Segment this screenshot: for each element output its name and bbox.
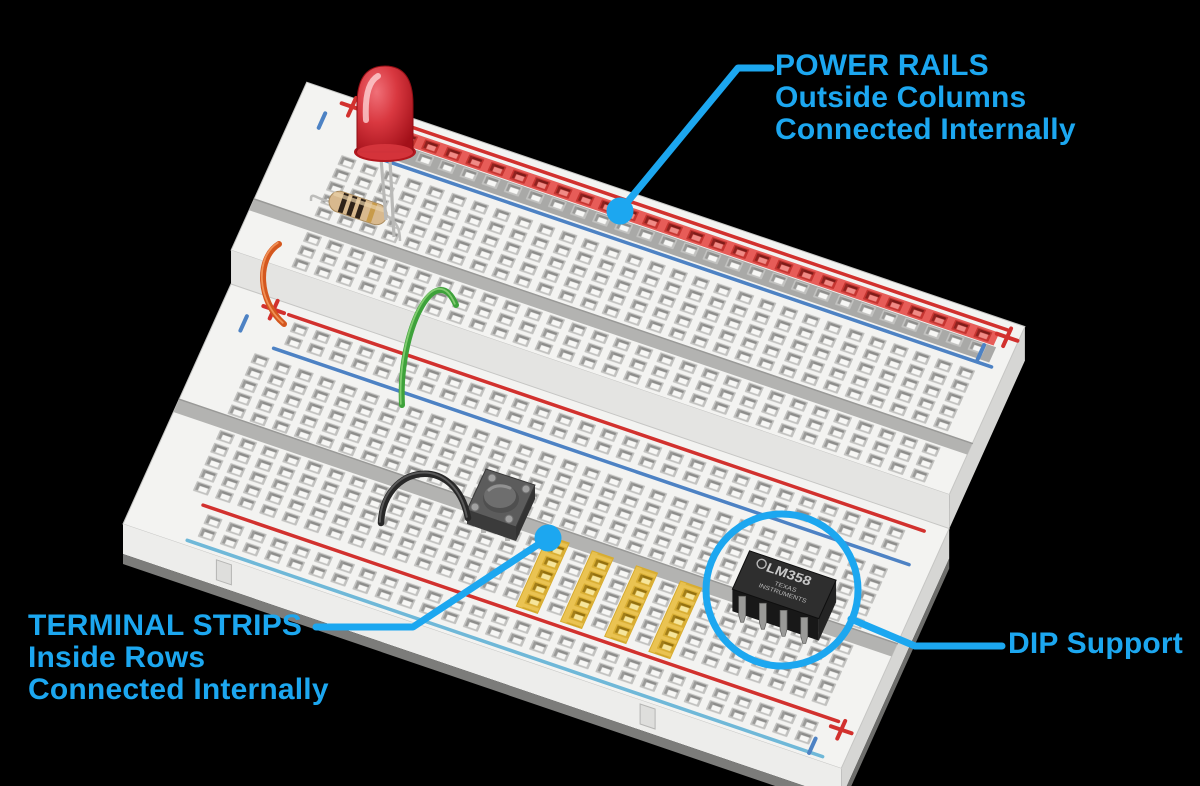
breadboard-front-half (122, 283, 950, 786)
red-led (354, 65, 416, 238)
dip-support-label: DIP Support (1008, 628, 1183, 660)
tactile-push-button (466, 468, 536, 541)
power-rails-line2: Outside Columns (775, 81, 1027, 114)
terminal-strips-leader (312, 534, 552, 631)
dip-channel-step (231, 250, 950, 529)
callout-graphics (312, 64, 1006, 670)
front-center-channel (173, 399, 898, 657)
terminal-strip-highlight (515, 535, 703, 660)
mounting-notch (215, 559, 232, 586)
power-rails-title: POWER RAILS (775, 49, 989, 82)
power-rails-leader (616, 64, 775, 215)
mounting-notch (639, 703, 656, 730)
dip-support-circle (702, 510, 862, 670)
power-rails-dot (606, 197, 634, 225)
terminal-strips-dot (534, 524, 562, 552)
power-rails-label: POWER RAILS Outside Columns Connected In… (775, 50, 1076, 146)
dip-support-text: DIP Support (1008, 627, 1183, 660)
power-rail-highlight (369, 120, 1000, 346)
green-jumper-wire (398, 287, 459, 408)
black-jumper-wire (377, 470, 472, 527)
orange-jumper-wire (260, 241, 287, 327)
terminal-strips-title: TERMINAL STRIPS (28, 609, 303, 642)
terminal-strips-label: TERMINAL STRIPS Inside Rows Connected In… (28, 610, 329, 706)
terminal-strips-line2: Inside Rows (28, 641, 206, 674)
terminal-strips-line3: Connected Internally (28, 673, 329, 706)
dip-support-leader (847, 615, 1006, 650)
power-rails-line3: Connected Internally (775, 113, 1076, 146)
back-center-channel (249, 199, 973, 455)
